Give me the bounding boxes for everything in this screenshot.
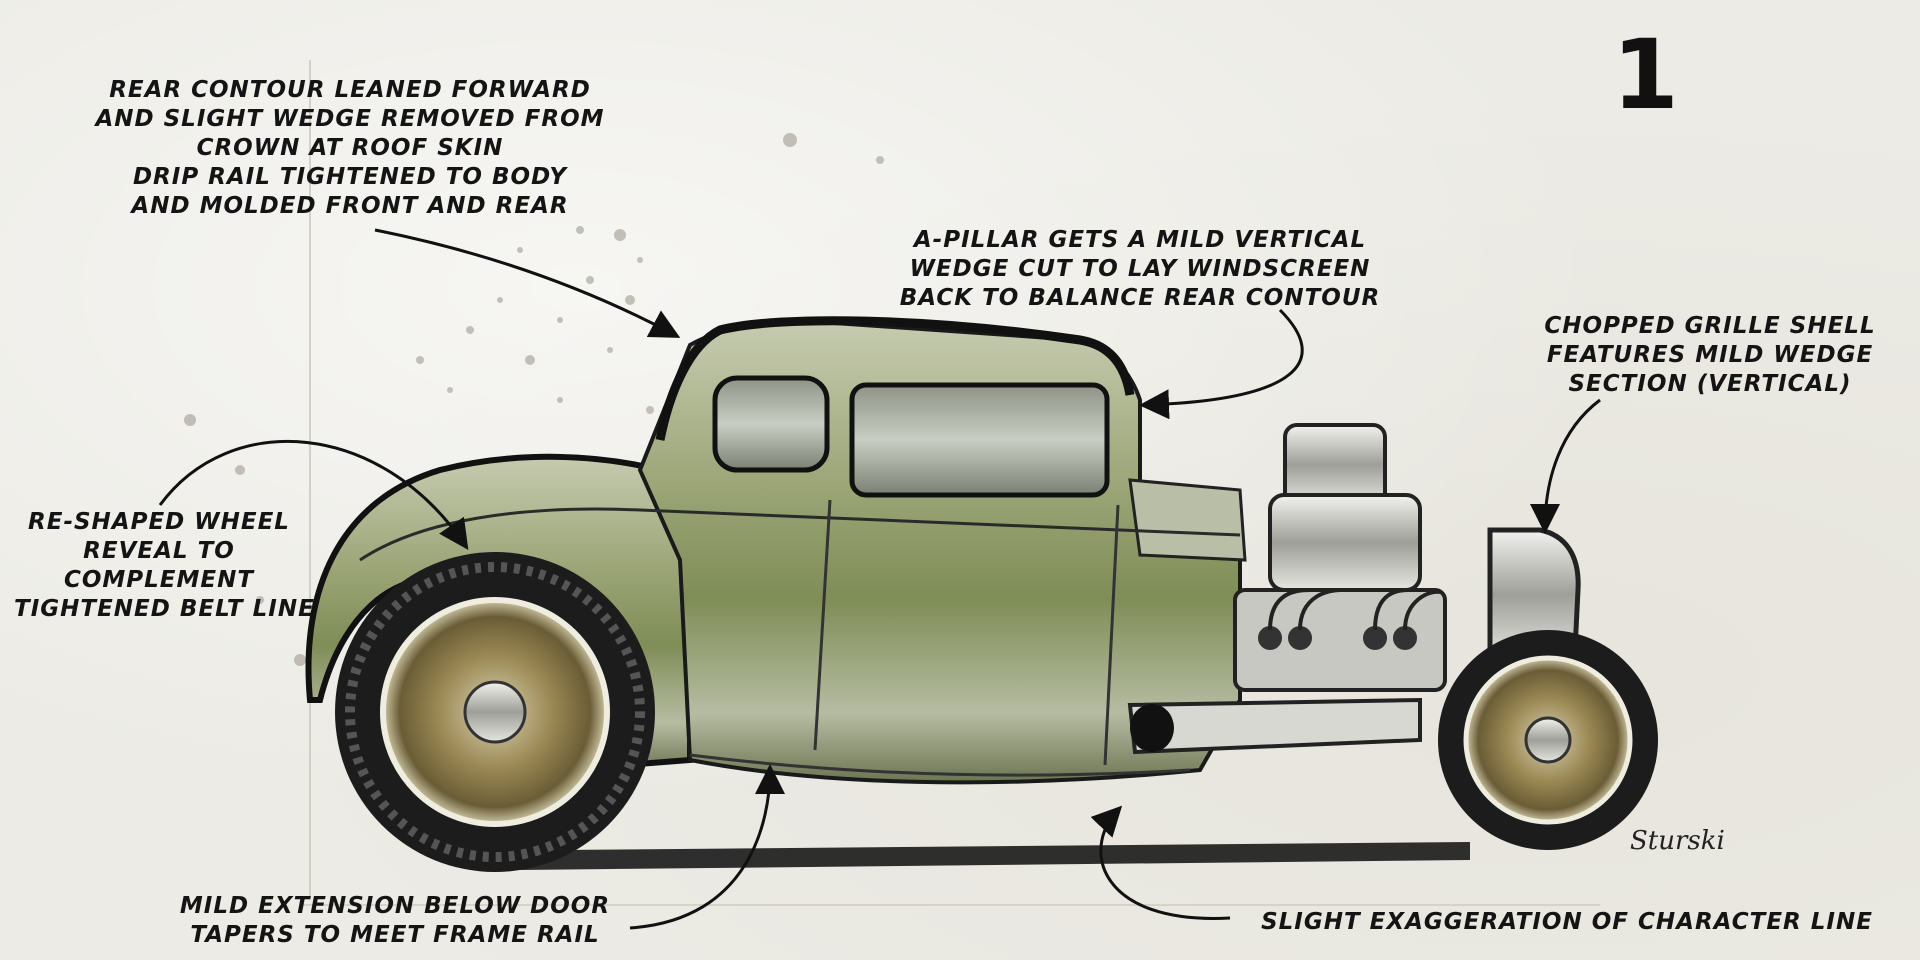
annotation-door-extension: Mild extension below door tapers to meet… [179, 893, 611, 948]
annotation-a-pillar: A-pillar gets a mild vertical wedge cut … [899, 227, 1381, 311]
sheet-number: 1 [1612, 19, 1679, 131]
rear-wheel [335, 552, 655, 872]
character-line [689, 753, 1191, 777]
door-seam [813, 499, 832, 751]
arrow-grille-shell [1530, 398, 1601, 534]
door-window [849, 382, 1110, 498]
engine [1233, 423, 1447, 692]
artist-signature: Sturski [1630, 826, 1725, 856]
annotation-rear-contour: Rear contour leaned forward and slight w… [95, 77, 605, 219]
door-seam [1103, 504, 1120, 766]
callout-arrows [158, 228, 1601, 930]
rear-side-window [712, 375, 830, 473]
annotation-wheel-reveal: Re-shaped wheel reveal to complement tig… [14, 509, 315, 622]
annotation-character-line: Slight exaggeration of character line [1261, 909, 1873, 935]
roof-line [655, 316, 1135, 441]
arrow-rear-contour [374, 228, 681, 338]
ground-shadow [520, 842, 1470, 870]
arrow-a-pillar [1139, 308, 1304, 420]
belt-line [359, 507, 1241, 562]
paint-splatter [184, 133, 884, 666]
cowl [1128, 478, 1247, 562]
exhaust-tip [1130, 704, 1174, 752]
arrow-character-line [1090, 805, 1231, 920]
annotation-grille-shell: Chopped grille shell features mild wedge… [1544, 313, 1876, 397]
arrow-wheel-reveal [158, 440, 469, 550]
arrow-door-extension [629, 764, 785, 930]
front-wheel [1438, 630, 1658, 850]
